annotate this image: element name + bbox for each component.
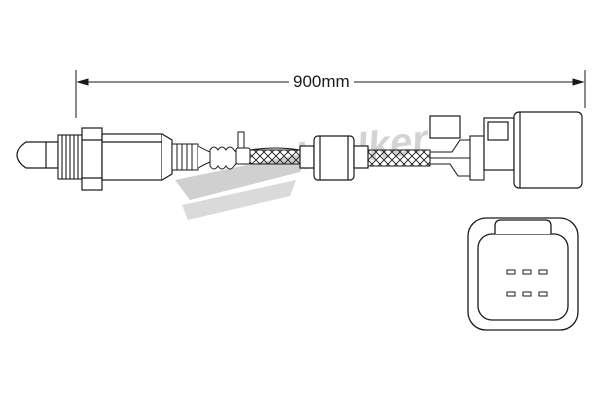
connector-side-view — [429, 111, 583, 189]
sensor-boot — [209, 146, 237, 170]
connector-pin — [506, 291, 516, 297]
cable-clip — [235, 131, 251, 165]
cable-grommet — [299, 135, 369, 181]
connector-pin — [522, 269, 532, 275]
sensor-thread — [57, 134, 83, 180]
sensor-shell — [101, 133, 173, 181]
connector-pin — [506, 269, 516, 275]
connector-wires — [430, 135, 485, 181]
connector-pin — [538, 291, 548, 297]
braided-cable-2 — [367, 149, 431, 167]
sensor-hex-body — [81, 127, 103, 191]
sensor-ribbed-neck — [171, 143, 211, 171]
connector-pins — [506, 269, 548, 297]
braided-cable-1 — [249, 147, 301, 165]
sensor-tip — [16, 141, 59, 169]
connector-pin — [538, 269, 548, 275]
dimension-length-label: 900mm — [289, 72, 354, 92]
connector-pin — [522, 291, 532, 297]
